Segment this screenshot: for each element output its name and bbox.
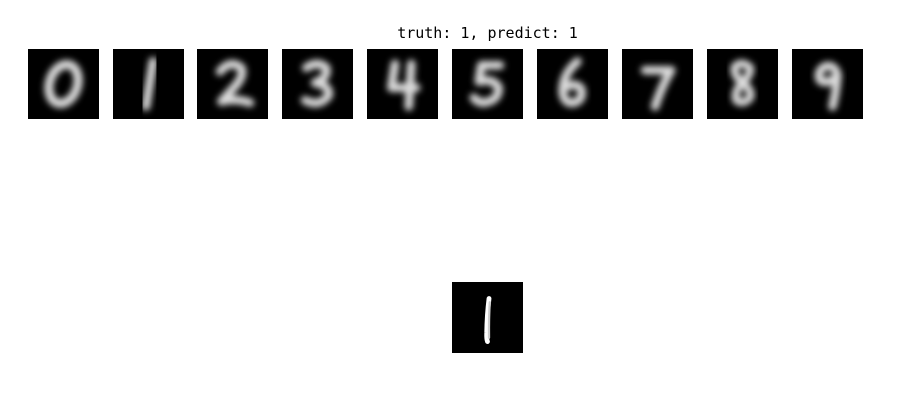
template-digit-7-image [622, 49, 693, 119]
template-digit-6-image [537, 49, 608, 119]
template-digit-3-image [282, 49, 353, 119]
template-digit-4-image [367, 49, 438, 119]
figure-title: truth: 1, predict: 1 [397, 24, 578, 42]
template-digit-2-image [197, 49, 268, 119]
template-digit-1-image [113, 49, 184, 119]
test-sample-image [452, 282, 523, 353]
template-digit-0-image [28, 49, 99, 119]
template-digit-5-image [452, 49, 523, 119]
template-digit-8-image [707, 49, 778, 119]
template-digit-9-image [792, 49, 863, 119]
